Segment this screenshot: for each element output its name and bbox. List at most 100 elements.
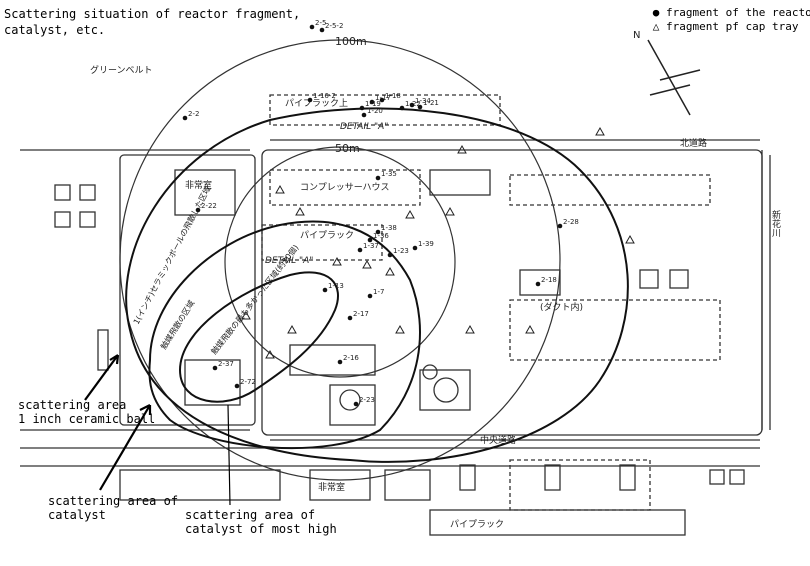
label-central-road: 中央道路 — [480, 434, 516, 446]
label-duct: (ダクト内) — [540, 301, 583, 313]
cap-tray-fragment-point — [275, 184, 285, 194]
fragment-point-label: 1-36 — [373, 232, 389, 240]
distance-circles — [119, 39, 561, 481]
reactor-fragment-point — [319, 27, 325, 33]
contour-catalyst — [148, 220, 421, 450]
reactor-fragment-point — [195, 207, 201, 213]
fragment-point-label: 1-16-2 — [313, 92, 336, 100]
fragment-point-label: 1-19 — [365, 100, 381, 108]
annotation-ceramic-ball: scattering area 1 inch ceramic ball — [18, 398, 155, 426]
fragment-point-label: 2-2 — [188, 110, 199, 118]
reactor-fragment-point — [359, 105, 365, 111]
legend: ● fragment of the reactor △ fragment pf … — [650, 6, 810, 34]
fragment-point-label: 1-23 — [393, 247, 409, 255]
north-arrow: N — [633, 30, 701, 116]
annotation-ceramic-line2: 1 inch ceramic ball — [18, 412, 156, 426]
reactor-fragment-point — [182, 115, 188, 121]
legend-label-reactor: fragment of the reactor — [666, 6, 810, 19]
legend-item-cap-tray: △ fragment pf cap tray — [650, 20, 810, 34]
annotation-catalyst-line1: scattering area of — [48, 494, 179, 508]
scale-50m: 50m — [335, 142, 360, 155]
label-pipe-rack-bottom: パイプラック — [450, 519, 504, 530]
reactor-fragment-point — [347, 315, 353, 321]
reactor-fragment-point — [307, 97, 313, 103]
fragment-point-label: 2-22 — [201, 202, 217, 210]
reactor-fragment-point — [234, 383, 240, 389]
cap-tray-fragment-point — [385, 266, 395, 276]
label-detail-a-2: DETAIL "A" — [265, 256, 313, 266]
label-river: 新花川 — [770, 209, 781, 237]
reactor-fragment-point — [375, 229, 381, 235]
fragment-point-label: 1-37 — [363, 242, 379, 250]
fragment-point-label: 2-5-2 — [325, 22, 343, 30]
reactor-fragment-point — [322, 287, 328, 293]
label-office-top: 非常室 — [185, 179, 212, 191]
cap-tray-fragment-point — [295, 206, 305, 216]
reactor-fragment-point — [412, 245, 418, 251]
reactor-fragment-point — [337, 359, 343, 365]
reactor-fragment-point — [557, 223, 563, 229]
fragment-point-label: 1-7 — [373, 288, 384, 296]
reactor-fragment-point — [367, 293, 373, 299]
fragment-point-label: 1-34 — [415, 97, 431, 105]
fragment-point-label: 1-39 — [418, 240, 434, 248]
fragment-point-label: 1-21 — [423, 99, 439, 107]
title-line-2: catalyst, etc. — [4, 23, 106, 37]
reactor-fragment-point — [399, 105, 405, 111]
reactor-fragment-point — [361, 112, 367, 118]
annotation-ceramic-line1: scattering area — [18, 398, 127, 412]
diagram-title: Scattering situation of reactor fragment… — [4, 6, 300, 38]
scale-100m: 100m — [335, 35, 367, 48]
arrow-ceramic-ball — [84, 354, 119, 401]
reactor-fragment-point — [387, 252, 393, 258]
reactor-fragment-point — [369, 99, 375, 105]
arrow-catalyst — [99, 404, 151, 491]
fragment-point-label: 2-17 — [353, 310, 369, 318]
reactor-fragment-point — [375, 175, 381, 181]
fragment-point-label: 2-5 — [315, 19, 326, 27]
annotation-catalyst-line2: catalyst — [48, 508, 106, 522]
cap-tray-fragment-point — [362, 259, 372, 269]
scattering-contours — [125, 107, 629, 463]
title-line-1: Scattering situation of reactor fragment… — [4, 7, 301, 21]
triangle-icon: △ — [652, 20, 660, 33]
fragment-point-label: 1-20 — [367, 107, 383, 115]
fragment-point-label: 1-38 — [381, 224, 397, 232]
reactor-fragment-point — [357, 247, 363, 253]
reactor-fragment-point — [309, 24, 315, 30]
label-detail-a-1: DETAIL "A" — [340, 122, 388, 132]
cap-tray-fragment-point — [241, 310, 251, 320]
annotation-most-high-line1: scattering area of — [185, 508, 316, 522]
cap-tray-fragment-point — [525, 324, 535, 334]
annotation-arrows — [84, 354, 231, 506]
reactor-fragment-point — [379, 97, 385, 103]
cap-tray-fragment-point — [287, 324, 297, 334]
label-pipe-rack-top: パイプラック上 — [285, 98, 348, 109]
fragment-point-label: 2-16 — [343, 354, 359, 362]
circle-100m — [119, 39, 561, 481]
fragment-point-label: 2-18 — [541, 276, 557, 284]
fragment-point-label: 1-13 — [328, 282, 344, 290]
label-north-road: 北道路 — [680, 137, 707, 149]
legend-label-cap-tray: fragment pf cap tray — [666, 20, 799, 33]
cap-tray-fragment-point — [595, 126, 605, 136]
contour-ceramic-ball — [125, 107, 629, 463]
fragment-point-label: 2-28 — [563, 218, 579, 226]
reactor-fragment-point — [417, 104, 423, 110]
fragment-point-label: 1-18 — [385, 92, 401, 100]
fragment-point-label: 2-37 — [218, 360, 234, 368]
cap-tray-fragment-point — [457, 144, 467, 154]
plant-layout — [20, 94, 771, 536]
reactor-fragment-point — [212, 365, 218, 371]
annotation-most-high-line2: catalyst of most high — [185, 522, 337, 536]
fragment-point-label: 1-35 — [381, 170, 397, 178]
label-office-bottom: 非常室 — [318, 481, 345, 493]
label-compressor-house: コンプレッサーハウス — [300, 182, 390, 193]
fragment-point-label: 2-23 — [359, 396, 375, 404]
north-label: N — [633, 30, 640, 41]
arrow-catalyst-most-high — [227, 404, 231, 506]
cap-tray-fragment-point — [465, 324, 475, 334]
fragment-point-label: 2-72 — [240, 378, 256, 386]
